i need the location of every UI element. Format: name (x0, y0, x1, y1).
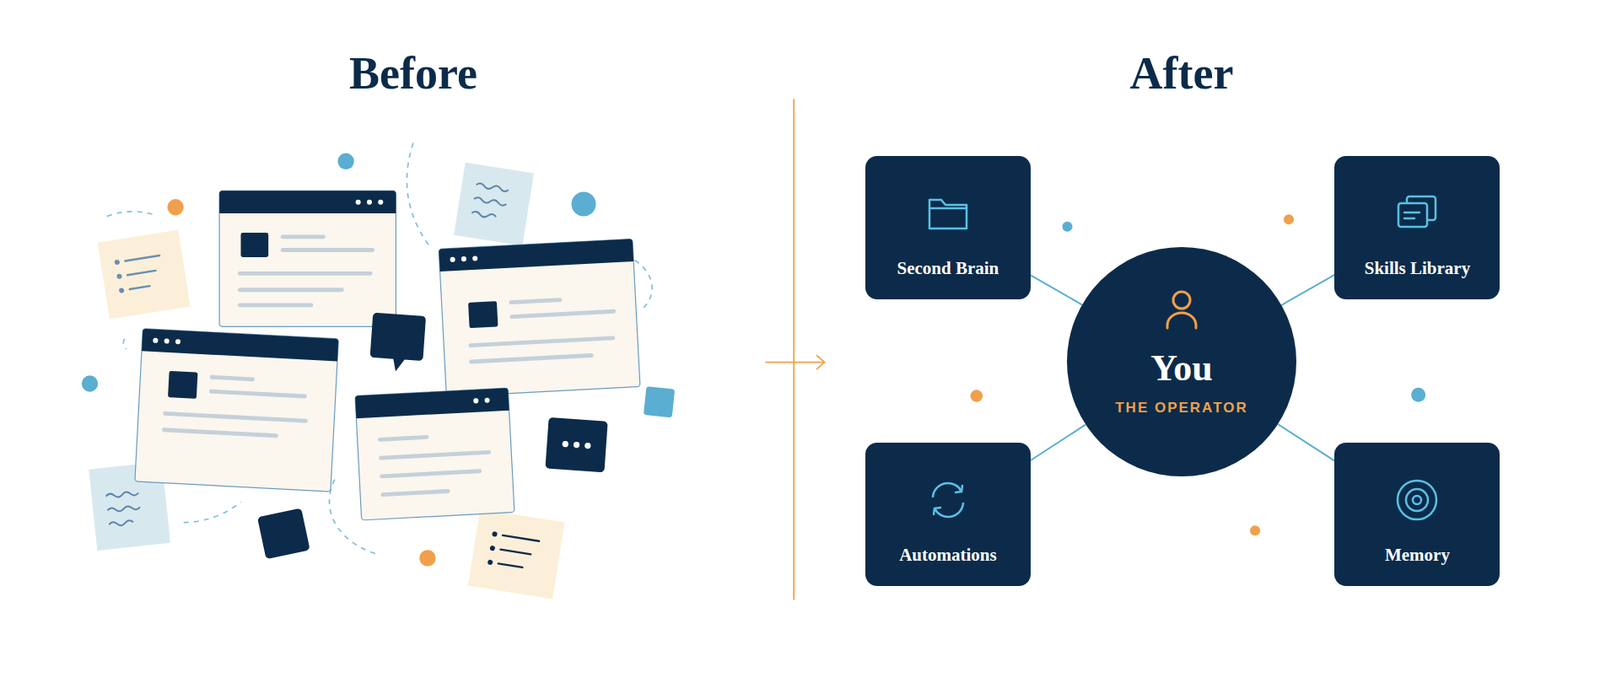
memory-box: Memory (1334, 442, 1500, 587)
window (219, 190, 396, 327)
node-label: Automations (899, 544, 997, 566)
transition-arrow (764, 355, 825, 370)
window (438, 238, 641, 397)
automations-box: Automations (865, 442, 1031, 587)
icon (924, 476, 972, 524)
section-heading: After (1130, 46, 1234, 101)
dashed-curves (107, 143, 652, 556)
person-icon (1163, 287, 1201, 332)
divider (792, 98, 795, 600)
icon (1393, 189, 1441, 238)
connector-line (1030, 425, 1086, 461)
node-label: Skills Library (1364, 257, 1471, 280)
sticky-note (97, 230, 191, 320)
icon (1393, 476, 1441, 524)
node-label: Second Brain (897, 257, 1000, 280)
sticky-note (453, 162, 534, 247)
square (257, 507, 311, 560)
window (355, 387, 515, 521)
chat-bubble (369, 312, 426, 374)
second-brain-box: Second Brain (865, 156, 1031, 300)
target-icon (1393, 476, 1441, 524)
dots-box (544, 417, 608, 473)
section-heading: Before (349, 46, 478, 101)
square (643, 386, 675, 418)
node-sublabel: THE OPERATOR (1115, 398, 1249, 418)
folder-icon (924, 189, 972, 238)
node-label: You (1150, 346, 1213, 391)
connector-line (1277, 424, 1335, 461)
operator-circle: YouTHE OPERATOR (1066, 247, 1297, 477)
connector-line (1030, 274, 1083, 305)
connector-line (1281, 274, 1335, 306)
icon (924, 189, 972, 238)
refresh-icon (924, 476, 972, 524)
cards-icon (1393, 189, 1441, 238)
sticky-note (468, 509, 566, 600)
dots (81, 153, 1426, 567)
node-label: Memory (1384, 544, 1450, 566)
skills-library-box: Skills Library (1334, 156, 1500, 300)
icon (1163, 287, 1201, 332)
window (134, 328, 339, 492)
